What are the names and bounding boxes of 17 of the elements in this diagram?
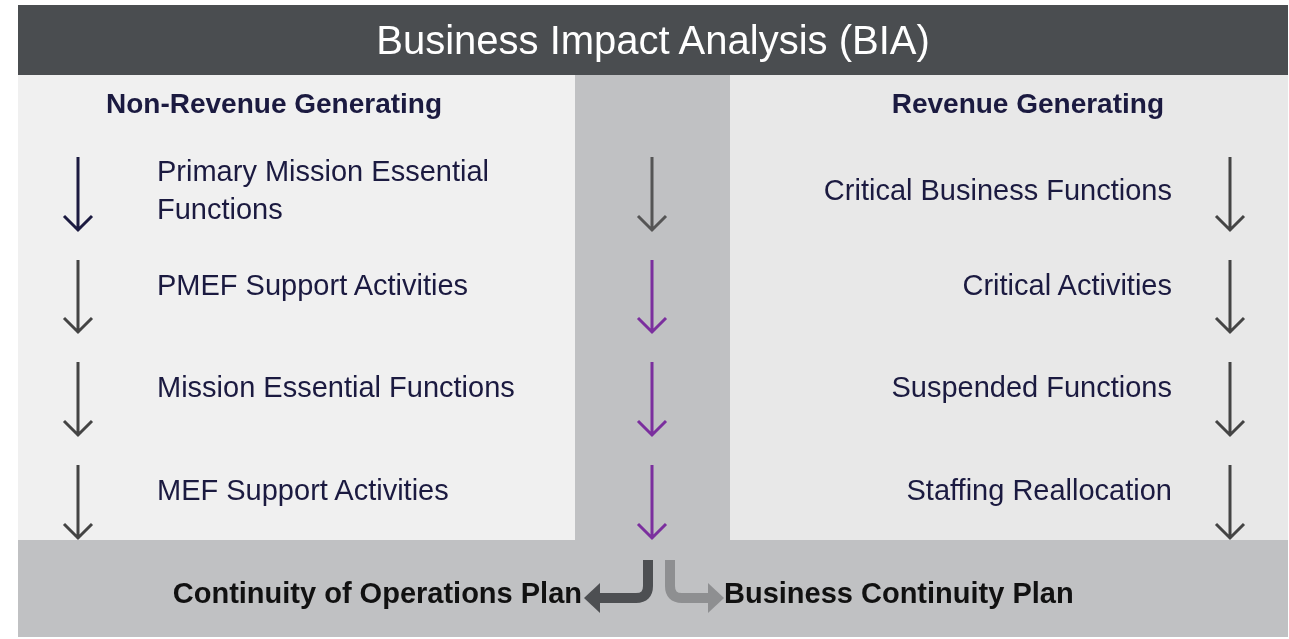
bent-arrow xyxy=(584,560,653,613)
list-item: Suspended Functions xyxy=(752,368,1172,406)
column-heading: Non-Revenue Generating xyxy=(106,88,443,120)
list-item: Critical Activities xyxy=(752,266,1172,304)
column-panel xyxy=(730,75,1288,540)
title-banner: Business Impact Analysis (BIA) xyxy=(18,5,1288,75)
list-item: Mission Essential Functions xyxy=(157,368,557,406)
column-heading: Revenue Generating xyxy=(891,88,1164,120)
column-panel xyxy=(18,75,575,540)
list-item: Staffing Reallocation xyxy=(752,471,1172,509)
plan-label: Business Continuity Plan xyxy=(724,568,1074,618)
list-item: MEF Support Activities xyxy=(157,471,557,509)
plan-label: Continuity of Operations Plan xyxy=(172,568,582,618)
list-item: PMEF Support Activities xyxy=(157,266,557,304)
list-item: Primary Mission Essential Functions xyxy=(157,152,557,228)
bent-arrow xyxy=(665,560,724,613)
list-item: Critical Business Functions xyxy=(752,171,1172,209)
